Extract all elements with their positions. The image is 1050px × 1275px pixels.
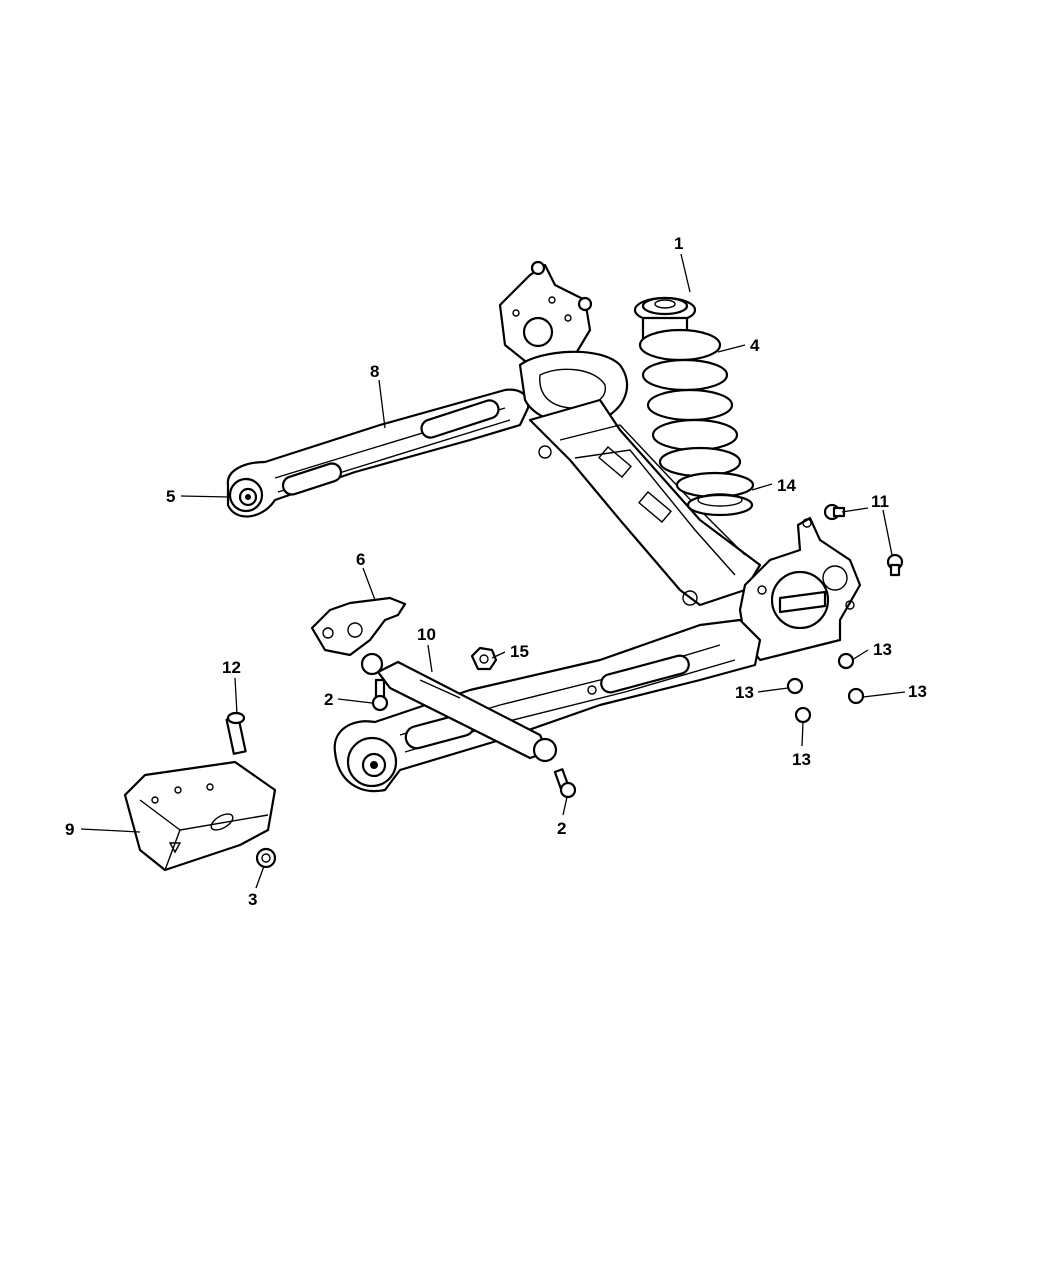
callout-13-c: 13 <box>908 682 927 701</box>
bolt-2-upper <box>371 678 389 712</box>
shock-absorber-10 <box>360 652 558 763</box>
callout-3: 3 <box>248 890 257 909</box>
callout-labels: 1 4 8 14 5 11 6 10 15 13 12 2 13 13 13 9… <box>65 234 927 909</box>
bolt-2-lower <box>553 768 577 799</box>
callout-8: 8 <box>370 362 379 381</box>
callout-15: 15 <box>510 642 529 661</box>
callout-6: 6 <box>356 550 365 569</box>
nut-13-b <box>786 677 804 695</box>
callout-13-b: 13 <box>735 683 754 702</box>
callout-14: 14 <box>777 476 796 495</box>
leader-lines <box>80 253 906 889</box>
nut-13-a <box>837 652 855 670</box>
callout-12: 12 <box>222 658 241 677</box>
bolt-11-lower <box>886 553 904 577</box>
callout-13-a: 13 <box>873 640 892 659</box>
spring-isolator-14 <box>686 493 754 517</box>
bracket-6 <box>310 596 407 657</box>
coil-spring-4 <box>638 328 755 499</box>
bolt-11-upper <box>823 503 846 521</box>
bracket-9 <box>123 760 277 872</box>
bolt-12 <box>225 711 247 755</box>
bushing-5 <box>228 477 264 513</box>
callout-2-a: 2 <box>324 690 333 709</box>
callout-2-b: 2 <box>557 819 566 838</box>
nut-13-c <box>847 687 865 705</box>
callout-13-d: 13 <box>792 750 811 769</box>
nut-13-d <box>794 706 812 724</box>
callout-5: 5 <box>166 487 175 506</box>
trailing-arm-lower <box>333 618 762 793</box>
bushing-lower <box>346 736 398 788</box>
callout-4: 4 <box>750 336 760 355</box>
crossmember-frame <box>498 260 862 662</box>
trailing-arm-upper <box>226 388 530 518</box>
nut-15 <box>470 646 498 671</box>
callout-10: 10 <box>417 625 436 644</box>
callout-9: 9 <box>65 820 74 839</box>
callout-1: 1 <box>674 234 683 253</box>
callout-11: 11 <box>871 492 889 511</box>
nut-3 <box>255 847 277 869</box>
